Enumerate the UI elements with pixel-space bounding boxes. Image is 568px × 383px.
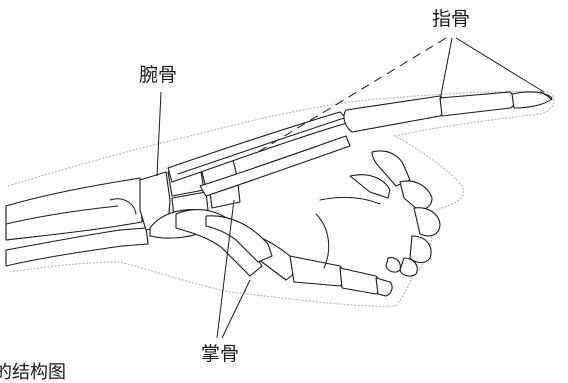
phalanx-leader-2 [440,38,452,100]
carpal-leader [157,92,161,176]
curled-finger-bones [316,151,440,276]
forearm-bones [6,178,148,266]
metacarpal-label: 掌骨 [201,345,239,364]
figure-caption: 的结构图 [0,364,66,382]
phalanx-leader-1 [258,38,446,152]
metacarpal-leader-2 [222,280,250,338]
carpal-label: 腕骨 [139,66,177,85]
phalanx-leader-3 [456,38,544,92]
lower-finger-bones [176,210,392,296]
phalanx-label: 指骨 [432,10,470,29]
